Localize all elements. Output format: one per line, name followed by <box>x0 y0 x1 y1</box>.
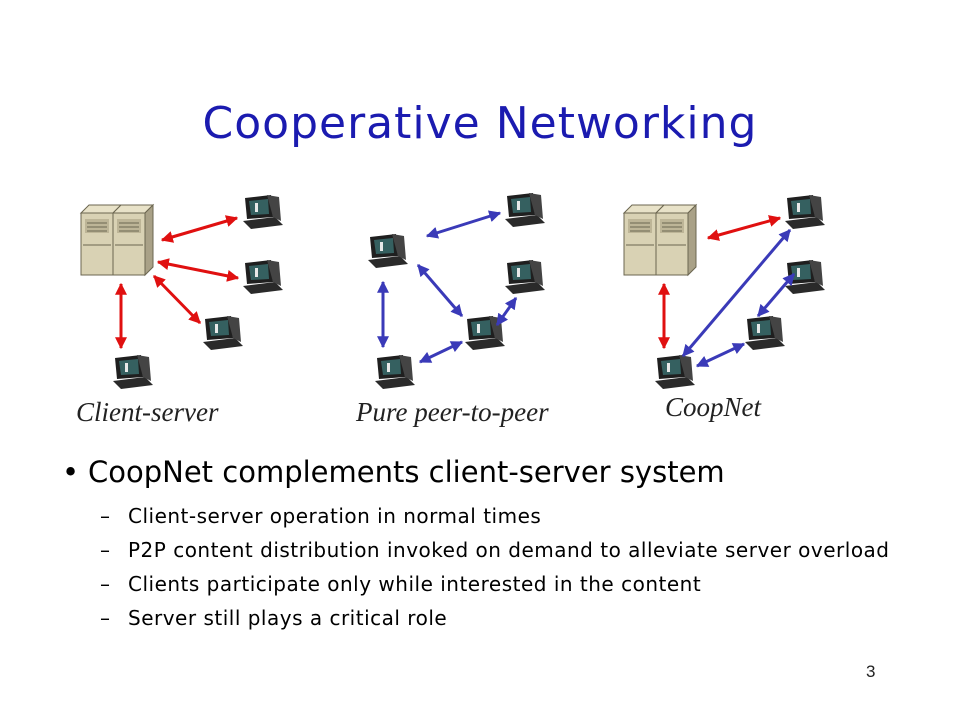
link-arrow <box>152 274 202 325</box>
computer-icon <box>505 260 545 294</box>
bullet-dash: – <box>100 572 111 596</box>
bullet-dot: • <box>62 455 80 489</box>
peer-to-peer-diagram <box>368 193 545 389</box>
sub-bullet: – P2P content distribution invoked on de… <box>58 537 918 563</box>
slide-title: Cooperative Networking <box>202 98 758 149</box>
caption-client-server: Client-server <box>76 397 219 427</box>
computer-icon <box>203 316 243 350</box>
link-arrow <box>156 258 240 282</box>
link-arrow <box>695 342 746 368</box>
coopnet-diagram <box>623 195 825 389</box>
caption-coopnet: CoopNet <box>665 392 762 422</box>
computer-icon <box>243 260 283 294</box>
main-bullet: • CoopNet complements client-server syst… <box>58 455 918 489</box>
computer-icon <box>505 193 545 227</box>
caption-peer-to-peer: Pure peer-to-peer <box>356 397 549 427</box>
link-arrow <box>756 273 796 317</box>
sub-bullet-text: Server still plays a critical role <box>128 606 448 630</box>
link-arrow <box>681 229 792 357</box>
server-icon <box>80 204 154 276</box>
client-server-diagram <box>80 195 283 389</box>
sub-bullet-text: Clients participate only while intereste… <box>128 572 702 596</box>
computer-icon <box>375 355 415 389</box>
link-arrow <box>416 264 464 317</box>
bullet-dash: – <box>100 504 111 528</box>
computer-icon <box>745 316 785 350</box>
page-number: 3 <box>866 662 876 681</box>
computer-icon <box>785 195 825 229</box>
computer-icon <box>368 234 408 268</box>
bullet-dash: – <box>100 538 111 562</box>
link-arrow <box>160 215 239 243</box>
sub-bullet-text: Client-server operation in normal times <box>128 504 542 528</box>
computer-icon <box>243 195 283 229</box>
server-icon <box>623 204 697 276</box>
sub-bullet: – Client-server operation in normal time… <box>58 503 918 529</box>
computer-icon <box>113 355 153 389</box>
computer-icon <box>655 355 695 389</box>
link-arrow <box>706 215 782 241</box>
sub-bullet-list: – Client-server operation in normal time… <box>58 503 918 631</box>
link-arrow <box>418 340 464 364</box>
sub-bullet: – Clients participate only while interes… <box>58 571 918 597</box>
sub-bullet: – Server still plays a critical role <box>58 605 918 631</box>
bullet-list: • CoopNet complements client-server syst… <box>58 455 918 639</box>
bullet-dash: – <box>100 606 111 630</box>
link-arrow <box>495 297 518 326</box>
sub-bullet-text: P2P content distribution invoked on dema… <box>128 538 890 562</box>
main-bullet-text: CoopNet complements client-server system <box>88 455 725 489</box>
link-arrow <box>425 210 502 239</box>
